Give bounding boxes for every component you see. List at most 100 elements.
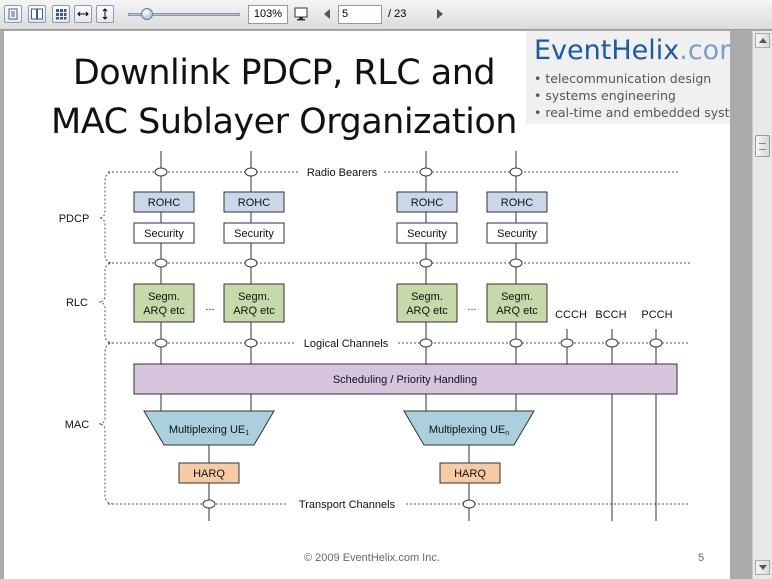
rohc-label: ROHC — [148, 197, 180, 209]
rohc-label: ROHC — [411, 197, 443, 209]
sap-oval — [605, 338, 619, 348]
channel-sap-ovals — [154, 167, 663, 509]
page-total-label: / 23 — [388, 8, 407, 20]
logo-tagline-3: • real-time and embedded systems — [534, 105, 730, 120]
ellipsis-right: ... — [467, 301, 476, 313]
grid-icon — [56, 9, 67, 20]
layer-label-rlc: RLC — [66, 297, 88, 309]
sap-oval — [462, 499, 476, 509]
rohc-label: ROHC — [501, 197, 533, 209]
slide-title-line-1: Downlink PDCP, RLC and — [72, 53, 496, 93]
arq-label: ARQ etc — [496, 305, 538, 317]
security-boxes — [133, 222, 548, 244]
single-page-view-button[interactable] — [4, 5, 22, 23]
fit-width-button[interactable] — [74, 5, 92, 23]
mac-brace — [98, 342, 115, 505]
zoom-slider-track[interactable] — [128, 13, 240, 16]
pdcp-brace — [98, 171, 115, 264]
rohc-box — [133, 191, 195, 213]
thumbnail-grid-button[interactable] — [52, 5, 70, 23]
vertical-scrollbar[interactable] — [752, 31, 772, 579]
single-page-icon — [8, 8, 18, 20]
layer-label-pdcp: PDCP — [59, 213, 90, 225]
footer-page-number: 5 — [698, 552, 705, 564]
scroll-thumb[interactable] — [755, 135, 770, 157]
logo-tagline-1: • telecommunication design — [534, 71, 712, 86]
security-label: Security — [407, 228, 447, 240]
sap-oval — [509, 167, 523, 177]
mux-uen-label: Multiplexing UEn — [429, 424, 509, 437]
rohc-boxes — [133, 191, 548, 213]
rohc-box — [223, 191, 285, 213]
security-label: Security — [144, 228, 184, 240]
rohc-box — [396, 191, 458, 213]
rlc-brace — [98, 262, 115, 344]
monitor-icon — [294, 7, 308, 21]
segm-arq-box — [223, 283, 285, 323]
segm-label: Segm. — [148, 291, 180, 303]
harq-label: HARQ — [193, 468, 225, 480]
fit-height-button[interactable] — [96, 5, 114, 23]
mux-ue1-trapezoid — [143, 410, 275, 446]
pcch-label: PCCH — [641, 309, 672, 321]
segm-label: Segm. — [501, 291, 533, 303]
arq-label: ARQ etc — [233, 305, 275, 317]
slide-title: Downlink PDCP, RLC and MAC Sublayer Orga… — [34, 49, 534, 147]
rohc-label: ROHC — [238, 197, 270, 209]
security-box — [223, 222, 285, 244]
arq-label: ARQ etc — [143, 305, 185, 317]
scheduling-box — [133, 363, 678, 395]
security-label: Security — [234, 228, 274, 240]
channel-dashed-lines — [98, 171, 690, 505]
harq-box-left — [178, 462, 240, 484]
mux-ue1-subscript: 1 — [245, 430, 249, 437]
zoom-slider-thumb[interactable] — [141, 8, 153, 20]
sap-oval — [154, 167, 168, 177]
sublayer-diagram: Radio Bearers Logical Channels Transport… — [59, 151, 690, 521]
sap-oval — [202, 499, 216, 509]
security-label: Security — [497, 228, 537, 240]
eventhelix-logo: EventHelix.com • telecommunication desig… — [526, 31, 730, 124]
next-page-arrow-icon[interactable] — [437, 9, 443, 19]
logo-tagline-2: • systems engineering — [534, 88, 676, 103]
sap-oval — [560, 338, 574, 348]
bcch-label: BCCH — [595, 309, 626, 321]
sap-oval — [244, 167, 258, 177]
logo-word-suffix: .com — [679, 35, 730, 66]
security-box — [486, 222, 548, 244]
segm-label: Segm. — [238, 291, 270, 303]
zoom-input[interactable]: 103% — [248, 5, 288, 24]
sap-oval — [509, 258, 523, 268]
diagram-labels: Radio Bearers Logical Channels Transport… — [59, 167, 673, 511]
layer-label-mac: MAC — [65, 419, 90, 431]
two-page-view-button[interactable] — [28, 5, 46, 23]
fullscreen-button[interactable] — [292, 5, 310, 23]
viewer-toolbar: 103% 5 / 23 — [0, 0, 772, 30]
segm-arq-box — [486, 283, 548, 323]
mux-uen-trapezoid — [403, 410, 535, 446]
logo-wordmark: EventHelix.com — [534, 35, 730, 66]
harq-box-right — [439, 462, 501, 484]
radio-bearers-label: Radio Bearers — [307, 167, 378, 179]
logical-channels-label: Logical Channels — [304, 338, 389, 350]
fit-height-icon — [102, 8, 108, 20]
previous-page-arrow-icon[interactable] — [324, 9, 330, 19]
scroll-up-arrow-icon[interactable] — [755, 33, 770, 48]
transport-channels-label: Transport Channels — [299, 499, 396, 511]
mux-uen-base: Multiplexing UE — [429, 424, 505, 436]
two-page-icon — [31, 8, 43, 20]
scroll-down-arrow-icon[interactable] — [755, 560, 770, 575]
vertical-flow-lines — [160, 151, 657, 521]
segm-arq-box — [396, 283, 458, 323]
security-box — [133, 222, 195, 244]
mux-ue1-label: Multiplexing UE1 — [169, 424, 249, 437]
page-number-input[interactable]: 5 — [338, 5, 382, 24]
fit-width-icon — [77, 11, 89, 17]
sap-oval — [244, 338, 258, 348]
logo-word-main: EventHelix — [534, 35, 680, 66]
ellipsis-left: ... — [205, 301, 214, 313]
sap-oval — [649, 338, 663, 348]
sap-oval — [419, 338, 433, 348]
footer-copyright: © 2009 EventHelix.com Inc. — [304, 552, 440, 564]
sap-oval — [244, 258, 258, 268]
